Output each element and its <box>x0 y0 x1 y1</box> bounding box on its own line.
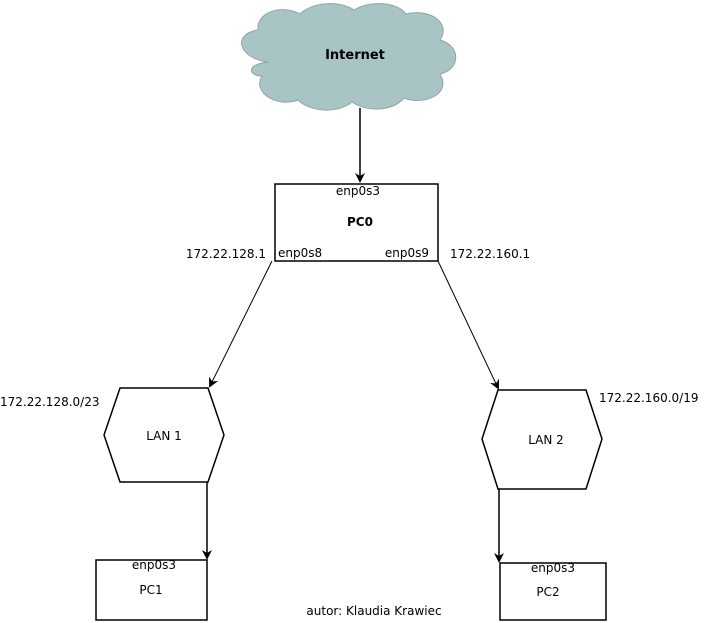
pc0-box <box>274 183 439 262</box>
internet-cloud: Internet <box>241 3 457 111</box>
lan1-hexagon <box>103 387 225 483</box>
pc0-node: enp0s3 PC0 enp0s8 enp0s9 <box>274 183 439 262</box>
lan1-label: LAN 1 <box>146 429 182 443</box>
pc1-interface: enp0s3 <box>132 558 176 572</box>
pc0-interface-top: enp0s3 <box>336 184 380 198</box>
pc0-ip-left: 172.22.128.1 <box>186 247 266 261</box>
internet-label: Internet <box>325 48 385 63</box>
pc1-node: enp0s3 PC1 <box>95 558 208 621</box>
pc2-node: enp0s3 PC2 <box>499 561 607 621</box>
lan1-node: LAN 1 <box>103 387 225 483</box>
link-pc0-lan2 <box>437 260 500 390</box>
lan1-network: 172.22.128.0/23 <box>0 395 99 409</box>
link-pc0-lan1 <box>209 260 273 388</box>
lan2-node: LAN 2 <box>481 389 603 490</box>
pc1-box <box>95 559 208 621</box>
pc0-interface-left: enp0s8 <box>278 246 322 260</box>
pc2-name: PC2 <box>536 585 559 599</box>
cloud-icon <box>241 3 457 111</box>
lan2-network: 172.22.160.0/19 <box>599 391 698 405</box>
pc2-box <box>499 562 607 621</box>
pc0-name: PC0 <box>347 215 373 229</box>
pc2-interface: enp0s3 <box>531 561 575 575</box>
lan2-label: LAN 2 <box>528 433 564 447</box>
pc0-ip-right: 172.22.160.1 <box>450 247 530 261</box>
pc1-name: PC1 <box>139 583 162 597</box>
lan2-hexagon <box>481 389 603 490</box>
author-credit: autor: Klaudia Krawiec <box>306 604 441 618</box>
pc0-interface-right: enp0s9 <box>385 246 429 260</box>
